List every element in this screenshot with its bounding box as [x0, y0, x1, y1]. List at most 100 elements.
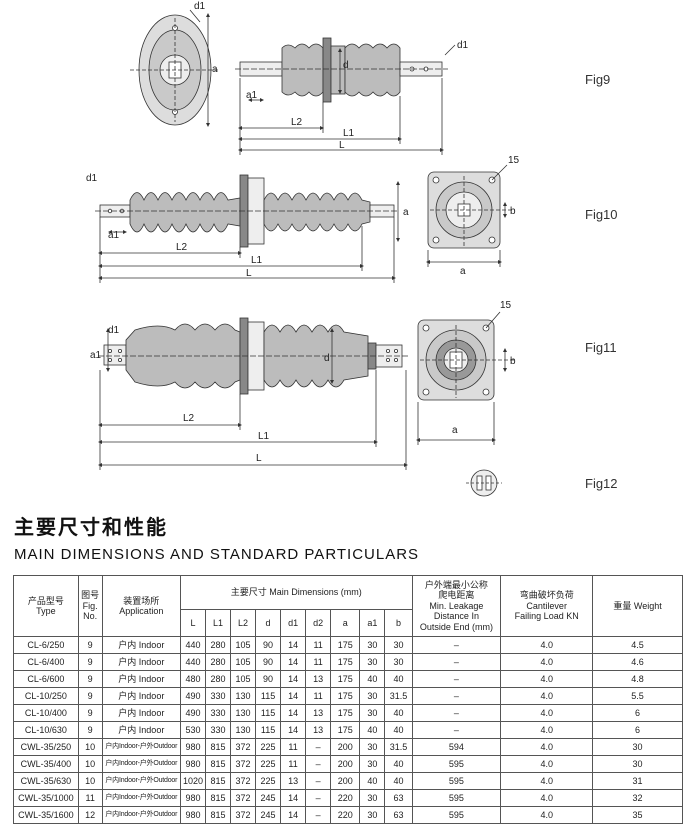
table-cell: 4.6: [592, 653, 683, 671]
section-title-en: MAIN DIMENSIONS AND STANDARD PARTICULARS: [14, 546, 420, 563]
table-cell: 815: [204, 789, 232, 807]
table-cell: 90: [255, 670, 282, 688]
table-cell: 130: [229, 721, 257, 739]
table-cell: 280: [204, 670, 232, 688]
table-cell: 11: [305, 653, 332, 671]
dim-col: d2: [305, 609, 332, 637]
table-cell: 130: [229, 687, 257, 705]
svg-text:a1: a1: [108, 230, 120, 241]
table-cell: 14: [280, 670, 307, 688]
fig11-drawing: [98, 311, 515, 497]
table-cell: 13: [305, 721, 332, 739]
table-cell: 户内Indoor-户外Outdoor: [101, 789, 181, 807]
table-cell: 225: [255, 772, 282, 790]
svg-text:d1: d1: [457, 40, 469, 51]
table-cell: 280: [204, 636, 232, 654]
table-cell: 10: [77, 755, 103, 773]
table-cell: 594: [411, 738, 502, 756]
table-cell: CL-6/250: [13, 636, 79, 654]
svg-text:L1: L1: [258, 431, 270, 442]
table-cell: 225: [255, 755, 282, 773]
table-cell: 9: [77, 721, 103, 739]
table-cell: –: [305, 806, 332, 824]
table-cell: 175: [330, 704, 361, 722]
table-cell: 户内 Indoor: [101, 636, 181, 654]
table-cell: 480: [179, 670, 206, 688]
table-cell: 30: [384, 653, 413, 671]
svg-text:L2: L2: [291, 117, 303, 128]
table-cell: 30: [359, 687, 386, 705]
table-cell: 4.0: [500, 721, 594, 739]
svg-text:d: d: [343, 60, 349, 71]
table-cell: 30: [359, 738, 386, 756]
table-cell: CL-10/630: [13, 721, 79, 739]
table-cell: 10: [77, 738, 103, 756]
table-cell: 30: [359, 704, 386, 722]
table-cell: 14: [280, 636, 307, 654]
table-cell: 490: [179, 687, 206, 705]
fig9-drawing: [130, 9, 456, 155]
table-cell: 595: [411, 789, 502, 807]
table-cell: 户内Indoor-户外Outdoor: [101, 772, 181, 790]
table-cell: CWL-35/250: [13, 738, 79, 756]
table-cell: 户内Indoor-户外Outdoor: [101, 806, 181, 824]
table-cell: 30: [359, 755, 386, 773]
header-main-dims: 主要尺寸 Main Dimensions (mm): [179, 575, 413, 610]
table-cell: –: [305, 789, 332, 807]
table-cell: 30: [592, 755, 683, 773]
table-cell: 14: [280, 653, 307, 671]
dim-col: L2: [229, 609, 257, 637]
table-cell: 4.0: [500, 806, 594, 824]
table-cell: 815: [204, 806, 232, 824]
fig9-dimension-labels: d1 a a1 L2 L1 L d d1: [194, 1, 469, 151]
svg-text:a: a: [460, 266, 466, 277]
table-cell: 31: [592, 772, 683, 790]
svg-text:L1: L1: [343, 128, 355, 139]
table-cell: 200: [330, 755, 361, 773]
dim-col: b: [384, 609, 413, 637]
table-cell: 440: [179, 636, 206, 654]
table-cell: 63: [384, 806, 413, 824]
table-cell: 220: [330, 806, 361, 824]
table-cell: 4.0: [500, 636, 594, 654]
table-cell: 6: [592, 704, 683, 722]
svg-text:d1: d1: [86, 173, 98, 184]
table-cell: 200: [330, 772, 361, 790]
table-cell: 14: [280, 687, 307, 705]
table-cell: 225: [255, 738, 282, 756]
table-cell: 4.5: [592, 636, 683, 654]
svg-text:a: a: [452, 425, 458, 436]
table-cell: 530: [179, 721, 206, 739]
table-cell: 30: [359, 653, 386, 671]
table-cell: 30: [384, 636, 413, 654]
table-cell: 6: [592, 721, 683, 739]
table-cell: 595: [411, 755, 502, 773]
dim-col: L: [179, 609, 206, 637]
table-cell: 户内Indoor-户外Outdoor: [101, 738, 181, 756]
svg-text:a1: a1: [90, 350, 102, 361]
table-cell: 4.0: [500, 738, 594, 756]
table-cell: 330: [204, 721, 232, 739]
section-title-cn: 主要尺寸和性能: [14, 515, 168, 539]
table-cell: 40: [384, 670, 413, 688]
svg-text:b: b: [510, 356, 516, 367]
table-cell: 105: [229, 670, 257, 688]
table-cell: 31.5: [384, 738, 413, 756]
svg-text:L: L: [339, 140, 345, 151]
table-cell: 13: [305, 704, 332, 722]
table-cell: 490: [179, 704, 206, 722]
table-cell: 115: [255, 704, 282, 722]
table-cell: 1020: [179, 772, 206, 790]
table-cell: 595: [411, 806, 502, 824]
table-cell: 372: [229, 738, 257, 756]
table-cell: 13: [280, 772, 307, 790]
table-cell: CWL-35/1000: [13, 789, 79, 807]
table-cell: CWL-35/630: [13, 772, 79, 790]
dim-col: a1: [359, 609, 386, 637]
table-cell: 90: [255, 636, 282, 654]
table-cell: 户内 Indoor: [101, 721, 181, 739]
table-cell: 40: [359, 772, 386, 790]
